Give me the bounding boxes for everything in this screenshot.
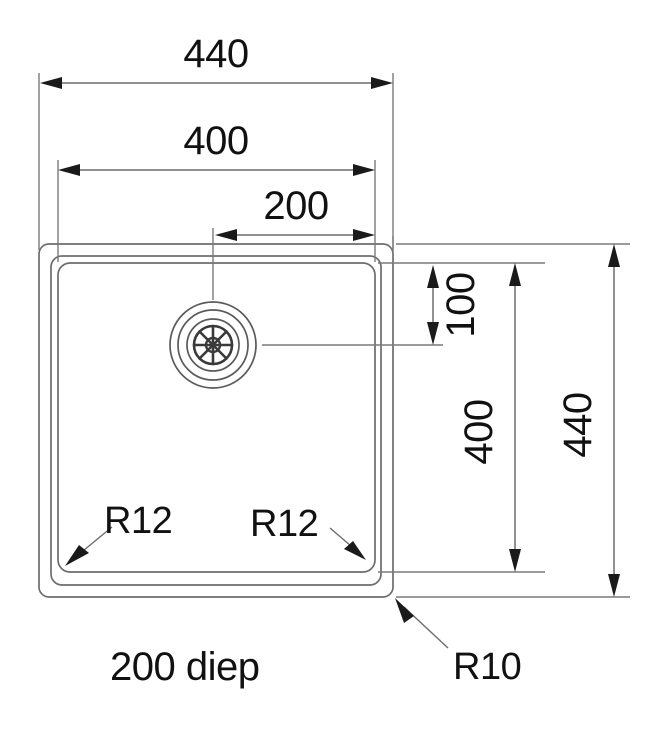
dim-label-inner-width: 400 — [183, 119, 248, 163]
dimension-arrow-icon — [371, 77, 393, 89]
sink-inner-bowl-outline — [57, 262, 376, 573]
radius-callout-r12-right: R12 — [250, 503, 366, 560]
dimension-arrow-icon — [40, 77, 62, 89]
dimension-arrow-icon — [215, 229, 237, 241]
radius-label-r12-left: R12 — [104, 500, 172, 542]
dimension-100-drain-offset-y: 100 — [427, 265, 483, 345]
drain-inner-ring — [186, 318, 240, 372]
dimension-440-width: 440 — [40, 32, 393, 89]
dim-label-inner-height: 400 — [457, 399, 501, 464]
dimension-arrow-icon — [353, 164, 375, 176]
dimension-arrow-icon — [353, 229, 375, 241]
dimension-400-width: 400 — [58, 119, 375, 176]
dim-label-outer-width: 440 — [183, 32, 248, 76]
leader-arrow-icon — [395, 598, 414, 623]
dimension-arrow-icon — [427, 322, 439, 345]
radius-callout-r10: R10 — [395, 598, 522, 688]
leader-arrow-icon — [65, 545, 89, 566]
extension-lines-group — [38, 73, 630, 598]
dim-label-drain-offset-x: 200 — [263, 184, 328, 228]
radius-label-r12-right: R12 — [250, 503, 318, 545]
dimension-arrow-icon — [509, 549, 521, 572]
sink-body-group — [38, 243, 394, 598]
drain-middle-ring — [177, 309, 249, 381]
dim-label-drain-offset-y: 100 — [439, 272, 483, 337]
dim-label-outer-height: 440 — [556, 392, 600, 457]
drain-grate-icon — [169, 301, 257, 389]
radius-callout-r12-left: R12 — [65, 500, 173, 566]
sink-rim-outline — [50, 255, 382, 586]
dimension-arrow-icon — [608, 574, 620, 597]
dimension-arrow-icon — [58, 164, 80, 176]
radius-label-r10: R10 — [453, 646, 521, 688]
drain-outer-ring — [169, 301, 257, 389]
dimension-arrow-icon — [509, 263, 521, 286]
leader-arrow-icon — [344, 541, 366, 560]
depth-note-label: 200 diep — [110, 645, 259, 689]
dimension-400-height: 400 — [457, 263, 521, 572]
drain-spokes — [192, 324, 234, 366]
dimension-arrow-icon — [427, 265, 439, 288]
dimension-440-height: 440 — [556, 244, 620, 597]
dimension-arrow-icon — [608, 244, 620, 267]
dimension-200-drain-offset-x: 200 — [215, 184, 375, 241]
sink-outer-outline — [38, 243, 394, 598]
